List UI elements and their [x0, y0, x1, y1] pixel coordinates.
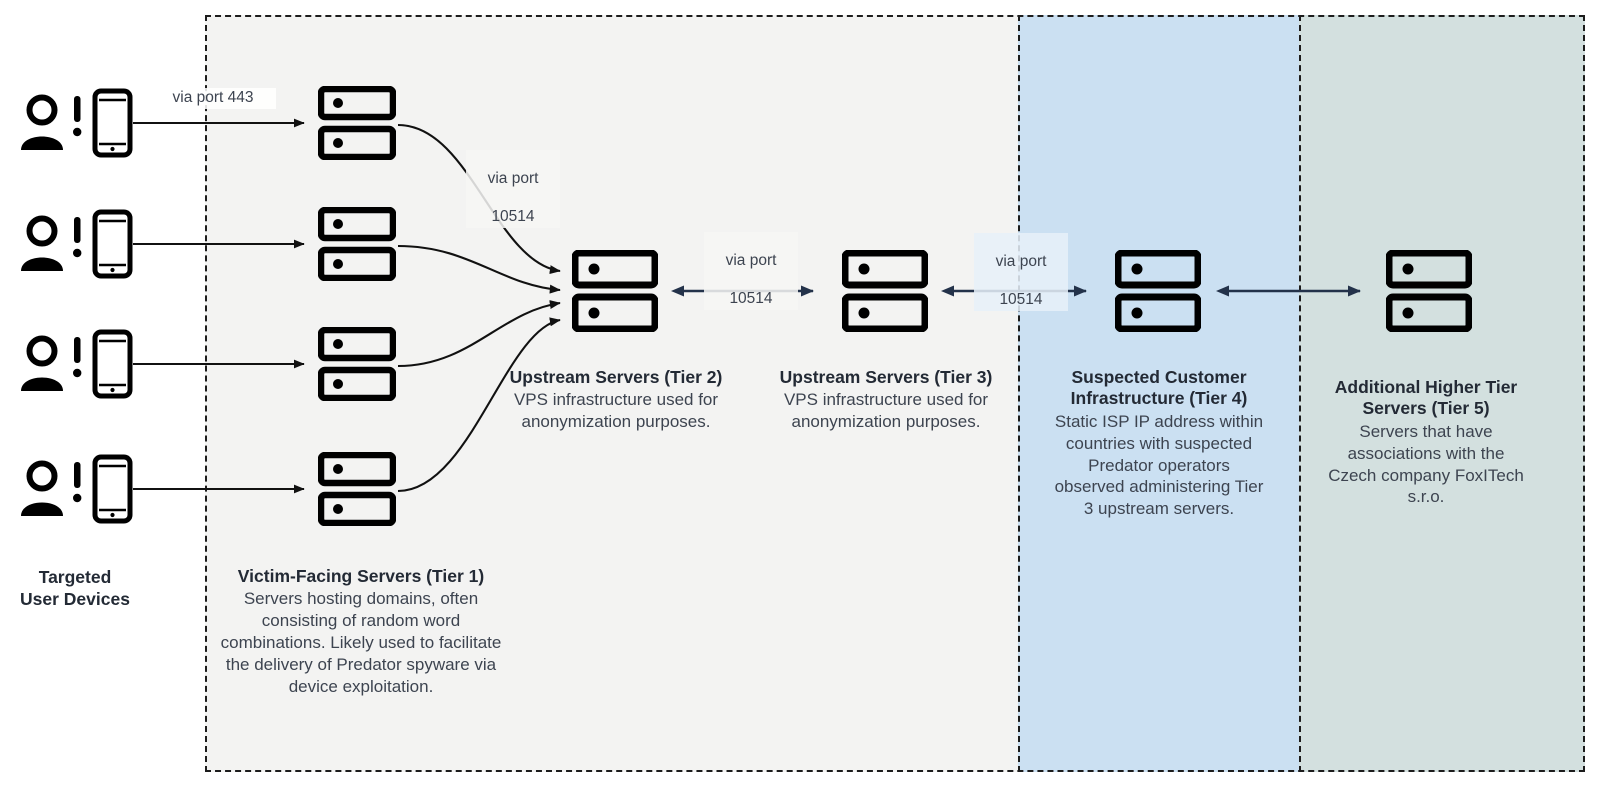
port-label-victim-to-tier1: via port 443 [150, 88, 276, 109]
tier1-server-3 [317, 326, 397, 402]
tier4-title: Suspected Customer Infrastructure (Tier … [1070, 367, 1248, 409]
tier1-server-1 [317, 85, 397, 161]
tier1-server-2 [317, 206, 397, 282]
divider-tier3-tier4 [1018, 15, 1020, 772]
server-rack-icon [317, 451, 397, 527]
port-label-line1: via port [487, 169, 539, 187]
user-device-2 [16, 209, 136, 281]
devices-caption-line2: User Devices [20, 589, 130, 610]
targeted-user-devices-caption: Targeted User Devices [0, 566, 150, 610]
tier5-title: Additional Higher Tier Servers (Tier 5) [1334, 377, 1518, 419]
user-alert-phone-icon [21, 454, 133, 524]
user-device-3 [16, 329, 136, 401]
port-label-line2: 10514 [729, 289, 773, 307]
tier5-caption: Additional Higher Tier Servers (Tier 5) … [1327, 377, 1525, 508]
server-rack-icon [571, 249, 659, 333]
port-label-tier1-to-tier2: via port 10514 [466, 150, 560, 228]
tier3-title: Upstream Servers (Tier 3) [779, 367, 993, 387]
tier4-server [1114, 249, 1202, 333]
tier1-server-4 [317, 451, 397, 527]
divider-tier4-tier5 [1299, 15, 1301, 772]
tier2-server [571, 249, 659, 333]
server-rack-icon [317, 326, 397, 402]
tier4-desc: Static ISP IP address within countries w… [1054, 411, 1264, 519]
tier1-title: Victim-Facing Servers (Tier 1) [237, 566, 485, 586]
port-label-line2: 10514 [999, 290, 1043, 308]
tier3-desc: VPS infrastructure used for anonymizatio… [783, 390, 989, 432]
tier2-title: Upstream Servers (Tier 2) [509, 367, 723, 387]
tier5-server [1385, 249, 1473, 333]
server-rack-icon [317, 206, 397, 282]
tier5-desc: Servers that have associations with the … [1328, 421, 1524, 507]
tier1-desc: Servers hosting domains, often consistin… [220, 589, 502, 697]
tier2-caption: Upstream Servers (Tier 2) VPS infrastruc… [492, 367, 740, 433]
port-label-tier3-to-tier4: via port 10514 [974, 233, 1068, 311]
user-alert-phone-icon [21, 209, 133, 279]
user-device-1 [16, 88, 136, 160]
tier3-server [841, 249, 929, 333]
panel-tier4-background [1018, 15, 1299, 772]
port-label-line2: 10514 [491, 207, 535, 225]
user-alert-phone-icon [21, 88, 133, 158]
server-rack-icon [317, 85, 397, 161]
tier2-desc: VPS infrastructure used for anonymizatio… [513, 390, 719, 432]
port-label-line1: via port [725, 251, 777, 269]
tier4-caption: Suspected Customer Infrastructure (Tier … [1053, 367, 1265, 520]
tier3-caption: Upstream Servers (Tier 3) VPS infrastruc… [762, 367, 1010, 433]
user-alert-phone-icon [21, 329, 133, 399]
port-label-tier2-to-tier3: via port 10514 [704, 232, 798, 310]
tier1-caption: Victim-Facing Servers (Tier 1) Servers h… [215, 566, 507, 698]
server-rack-icon [841, 249, 929, 333]
panel-tier5-background [1299, 15, 1585, 772]
server-rack-icon [1385, 249, 1473, 333]
server-rack-icon [1114, 249, 1202, 333]
port-label-line1: via port [995, 252, 1047, 270]
devices-caption-line1: Targeted [38, 567, 112, 587]
user-device-4 [16, 454, 136, 526]
